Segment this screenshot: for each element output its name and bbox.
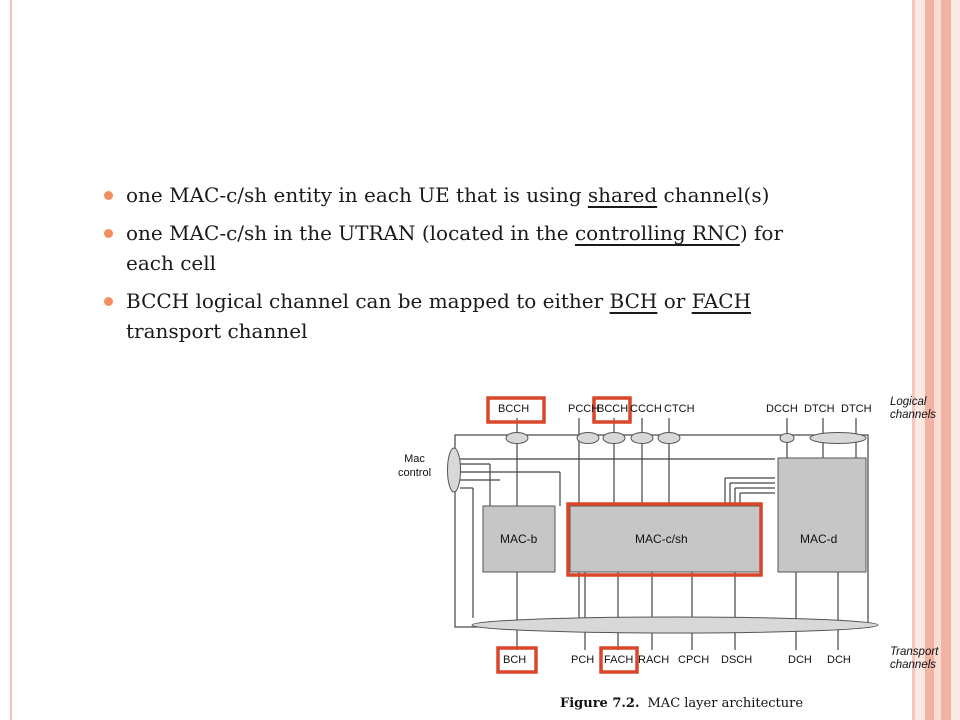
fach-link[interactable]: FACH — [691, 289, 752, 313]
transport-channel-label: FACH — [604, 654, 634, 666]
bullet-item: one MAC-c/sh entity in each UE that is u… — [104, 180, 824, 210]
controlling-rnc-link[interactable]: controlling RNC — [574, 221, 740, 245]
logical-channels-label: Logical channels — [890, 396, 937, 421]
logical-channel-label: CTCH — [664, 403, 695, 415]
logical-channel-label: DTCH — [804, 403, 835, 415]
mac-b-label: MAC-b — [500, 532, 538, 546]
transport-channel-label: DCH — [827, 654, 851, 666]
bcch-highlight — [486, 396, 546, 424]
transport-channels-label: Transport channels — [890, 646, 939, 671]
mac-b-block — [482, 505, 556, 573]
mac-architecture-diagram: BCCH PCCH BCCH CCCH CTCH DCCH DTCH DTCH … — [390, 388, 960, 720]
transport-channel-label: BCH — [503, 654, 527, 666]
mac-csh-highlight — [566, 502, 763, 577]
figure-caption: Figure 7.2. MAC layer architecture — [560, 696, 803, 711]
bullet-dot-icon — [104, 229, 113, 238]
bullet-dot-icon — [104, 191, 113, 200]
fach-highlight — [599, 646, 639, 674]
logical-channel-label: PCCH — [568, 403, 600, 415]
logical-channel-label: BCCH — [498, 403, 530, 415]
transport-channel-label: CPCH — [678, 654, 710, 666]
transport-channel-label: PCH — [571, 654, 595, 666]
logical-channel-label: DCCH — [766, 403, 798, 415]
logical-channel-label: CCCH — [630, 403, 662, 415]
mac-csh-block — [569, 505, 761, 573]
transport-channel-label: RACH — [638, 654, 670, 666]
mac-control-label: Mac control — [398, 453, 432, 479]
logical-channel-label: DTCH — [841, 403, 872, 415]
bullet-item: BCCH logical channel can be mapped to ei… — [104, 286, 824, 346]
bch-link[interactable]: BCH — [609, 289, 658, 313]
mac-d-label: MAC-d — [800, 532, 838, 546]
shared-link[interactable]: shared — [587, 183, 658, 207]
mac-csh-label: MAC-c/sh — [635, 532, 688, 546]
transport-channel-label: DCH — [788, 654, 812, 666]
bch-highlight — [496, 646, 538, 674]
diagram-svg — [447, 396, 879, 674]
right-decorative-stripes — [912, 0, 960, 720]
figure-caption-text: MAC layer architecture — [647, 696, 804, 711]
bcch-2-highlight — [592, 396, 632, 424]
bullet-list: one MAC-c/sh entity in each UE that is u… — [104, 180, 824, 354]
figure-number: Figure 7.2. — [560, 696, 640, 711]
left-border-line — [10, 0, 12, 720]
transport-channel-label: DSCH — [721, 654, 753, 666]
logical-channel-label: BCCH — [597, 403, 629, 415]
bullet-item: one MAC-c/sh in the UTRAN (located in th… — [104, 218, 824, 278]
bullet-dot-icon — [104, 297, 113, 306]
mac-d-block — [777, 457, 867, 573]
transport-sap-ellipse — [471, 616, 879, 634]
